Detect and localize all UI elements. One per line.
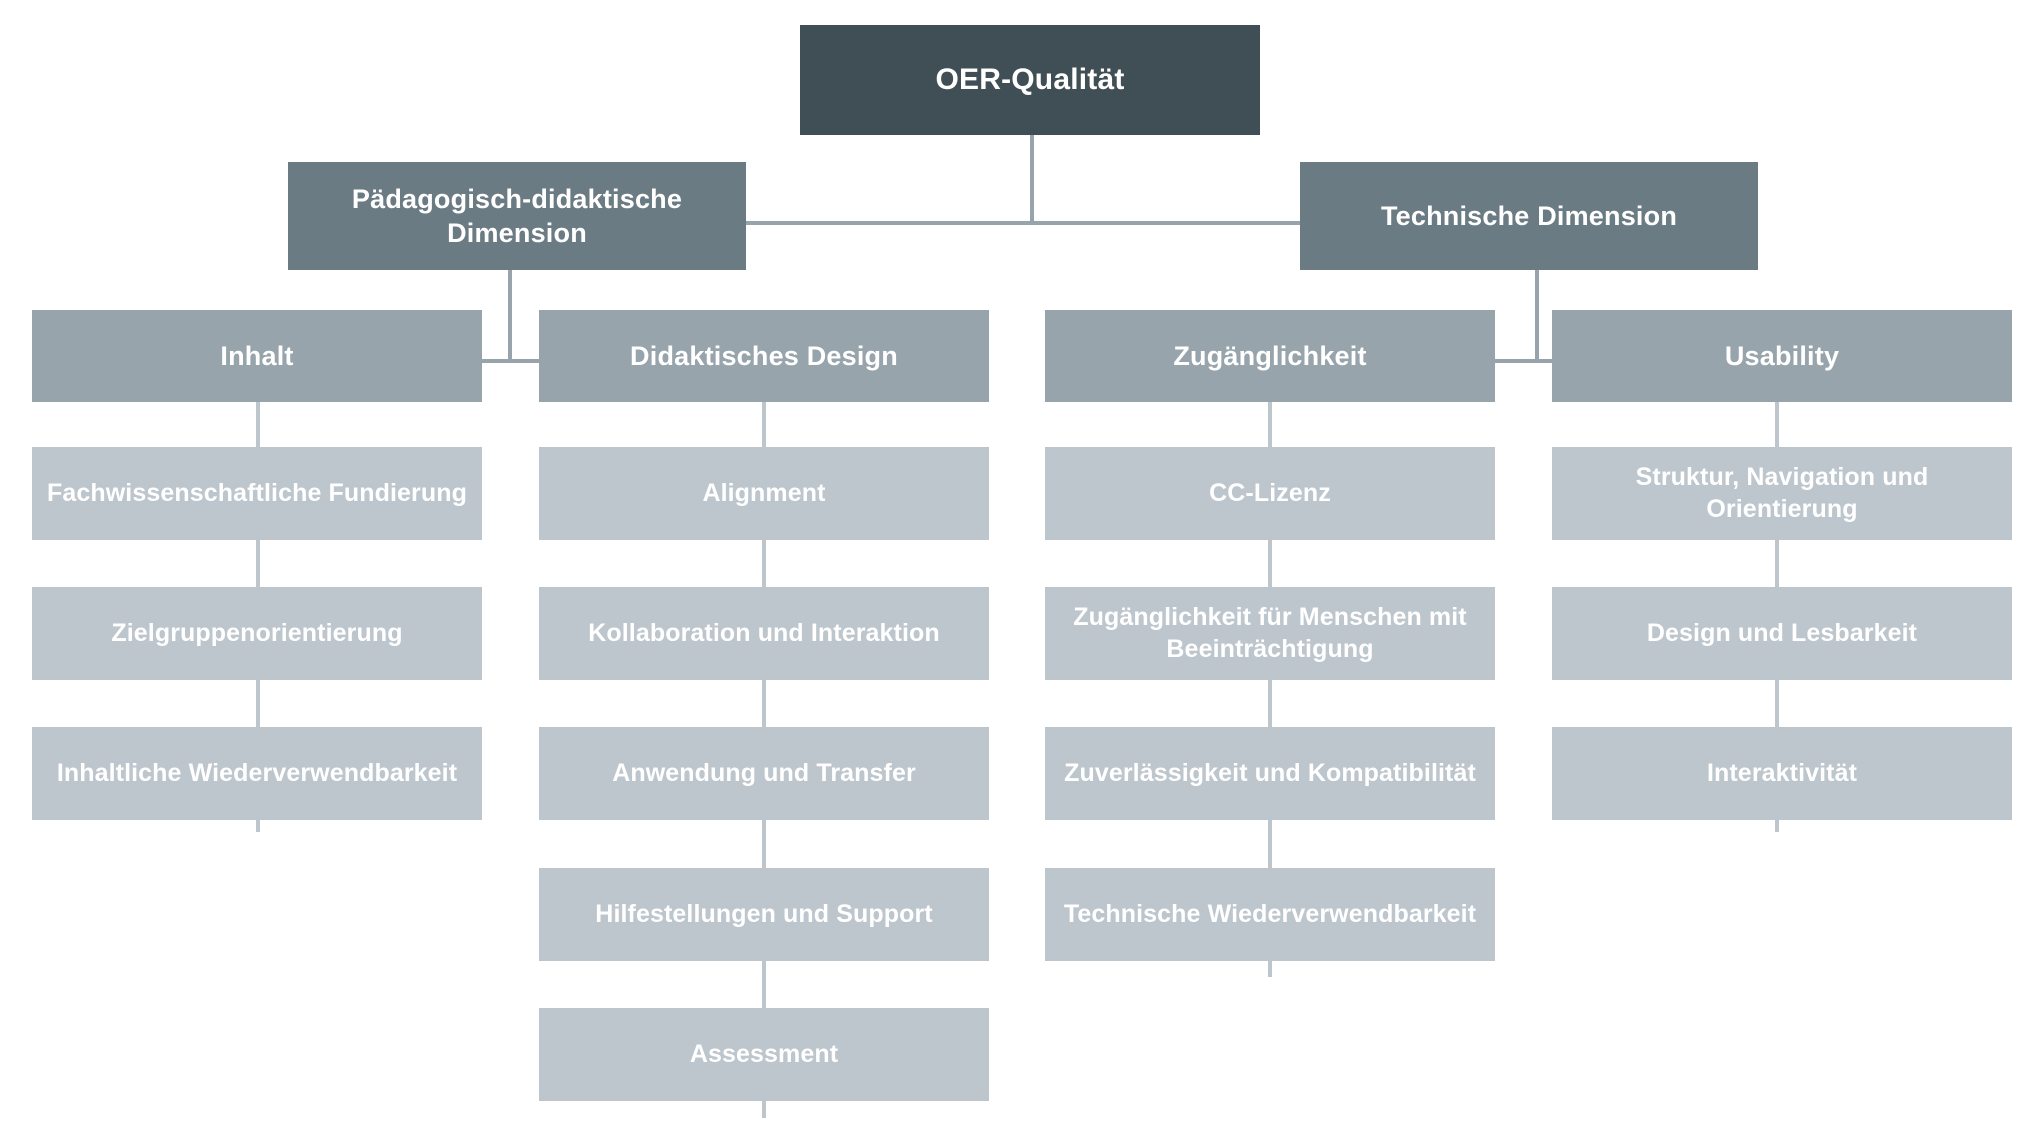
node-criterion-fachwissenschaftliche-fundierung[interactable]: Fachwissenschaftliche Fundierung — [32, 447, 482, 540]
node-label: Anwendung und Transfer — [612, 758, 916, 787]
node-label: Technische Dimension — [1380, 200, 1678, 231]
node-category-usability[interactable]: Usability — [1552, 310, 2012, 402]
node-label: Alignment — [702, 478, 826, 507]
node-criterion-design-und-lesbarkeit[interactable]: Design und Lesbarkeit — [1552, 587, 2012, 680]
connector-left-dimension-stem — [508, 270, 512, 362]
node-criterion-interaktivitaet[interactable]: Interaktivität — [1552, 727, 2012, 820]
node-category-didaktisches-design[interactable]: Didaktisches Design — [539, 310, 989, 402]
node-criterion-zielgruppenorientierung[interactable]: Zielgruppenorientierung — [32, 587, 482, 680]
node-label: Didaktisches Design — [630, 340, 898, 371]
node-label: Interaktivität — [1706, 758, 1858, 787]
node-root-oer-qualitaet[interactable]: OER-Qualität — [800, 25, 1260, 135]
connector-right-categories-bar — [1285, 359, 1787, 363]
connector-dimension-bar — [738, 221, 1308, 225]
node-dimension-technisch[interactable]: Technische Dimension — [1300, 162, 1758, 270]
node-criterion-inhaltliche-wiederverwendbarkeit[interactable]: Inhaltliche Wiederverwendbarkeit — [32, 727, 482, 820]
node-dimension-paedagogisch-didaktisch[interactable]: Pädagogisch-didaktische Dimension — [288, 162, 746, 270]
node-label: Struktur, Navigation und Orientierung — [1635, 463, 1929, 523]
node-category-inhalt[interactable]: Inhalt — [32, 310, 482, 402]
node-label: OER-Qualität — [935, 63, 1125, 97]
node-criterion-struktur-navigation-und-orientierung[interactable]: Struktur, Navigation und Orientierung — [1552, 447, 2012, 540]
node-criterion-cc-lizenz[interactable]: CC-Lizenz — [1045, 447, 1495, 540]
node-criterion-technische-wiederverwendbarkeit[interactable]: Technische Wiederverwendbarkeit — [1045, 868, 1495, 961]
node-label: CC-Lizenz — [1209, 478, 1331, 507]
connector-root-stem — [1030, 135, 1034, 225]
node-label: Pädagogisch-didaktische Dimension — [351, 183, 683, 248]
node-criterion-zugaenglichkeit-fuer-menschen-mit-beeintraechtigung[interactable]: Zugänglichkeit für Menschen mit Beeinträ… — [1045, 587, 1495, 680]
node-criterion-alignment[interactable]: Alignment — [539, 447, 989, 540]
connector-spine-zugaenglichkeit — [1268, 402, 1272, 977]
node-label: Inhalt — [220, 340, 294, 371]
node-label: Zuverlässigkeit und Kompatibilität — [1064, 758, 1476, 787]
node-criterion-hilfestellungen-und-support[interactable]: Hilfestellungen und Support — [539, 868, 989, 961]
connector-right-dimension-stem — [1535, 270, 1539, 362]
node-label: Assessment — [689, 1039, 839, 1068]
node-label: Fachwissenschaftliche Fundierung — [47, 478, 467, 507]
node-label: Usability — [1724, 340, 1840, 371]
node-criterion-zuverlaessigkeit-und-kompatibilitaet[interactable]: Zuverlässigkeit und Kompatibilität — [1045, 727, 1495, 820]
node-label: Inhaltliche Wiederverwendbarkeit — [56, 758, 458, 787]
node-criterion-kollaboration-und-interaktion[interactable]: Kollaboration und Interaktion — [539, 587, 989, 680]
node-criterion-assessment[interactable]: Assessment — [539, 1008, 989, 1101]
node-criterion-anwendung-und-transfer[interactable]: Anwendung und Transfer — [539, 727, 989, 820]
node-category-zugaenglichkeit[interactable]: Zugänglichkeit — [1045, 310, 1495, 402]
node-label: Zielgruppenorientierung — [111, 618, 403, 647]
node-label: Hilfestellungen und Support — [595, 899, 933, 928]
node-label: Technische Wiederverwendbarkeit — [1063, 899, 1477, 928]
connector-left-categories-bar — [258, 359, 760, 363]
node-label: Kollaboration und Interaktion — [588, 618, 940, 647]
node-label: Zugänglichkeit für Menschen mit Beeinträ… — [1073, 603, 1467, 663]
node-label: Zugänglichkeit — [1173, 340, 1367, 371]
node-label: Design und Lesbarkeit — [1646, 618, 1918, 647]
